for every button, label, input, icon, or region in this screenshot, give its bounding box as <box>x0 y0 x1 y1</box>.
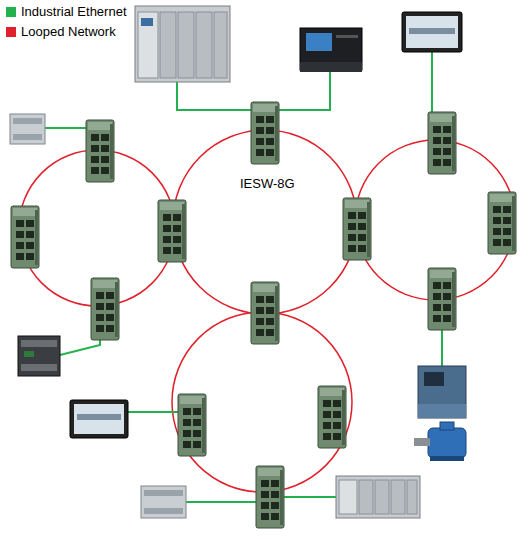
industrial-ethernet-link <box>45 52 442 502</box>
looped-network-ring <box>19 130 515 492</box>
compact-plc <box>18 336 60 376</box>
legend-text: Looped Network <box>21 24 116 40</box>
plc-rack <box>336 476 420 518</box>
compact-plc <box>10 114 45 144</box>
switch-icon <box>11 102 516 528</box>
device-label: IESW-8G <box>238 176 297 192</box>
frequency-drive <box>418 366 466 418</box>
plc-rack <box>135 6 230 82</box>
legend-swatch <box>6 7 16 17</box>
compact-plc <box>141 486 186 518</box>
hmi-panel <box>402 12 462 52</box>
legend-row: Industrial Ethernet <box>6 4 127 20</box>
legend-text: Industrial Ethernet <box>21 4 127 20</box>
legend-row: Looped Network <box>6 24 116 40</box>
industrial-pc <box>300 28 362 72</box>
legend-swatch <box>6 27 16 37</box>
electric-motor <box>414 422 466 461</box>
hmi-panel <box>70 400 128 438</box>
